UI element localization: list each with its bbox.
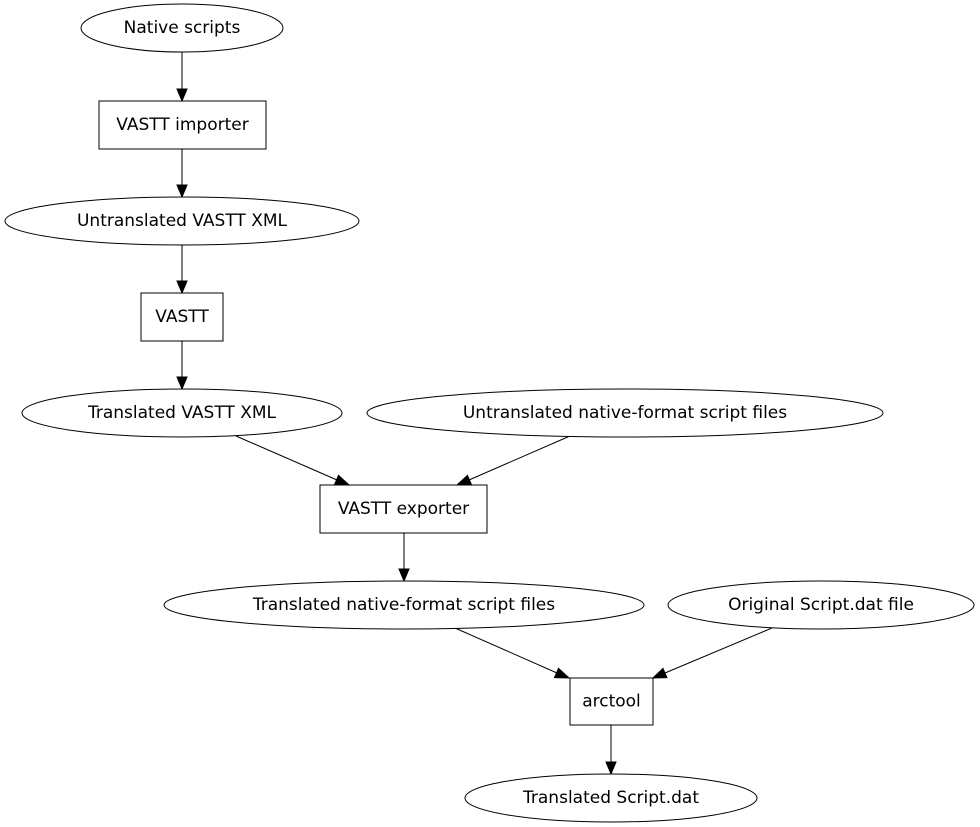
edge-exporter-to-translated-native <box>398 533 410 583</box>
ellipse-shape <box>163 580 645 630</box>
node-untranslated-vastt-xml: Untranslated VASTT XML <box>4 196 360 246</box>
edge-arctool-to-translated-dat <box>605 725 617 776</box>
node-vastt-importer: VASTT importer <box>98 100 267 150</box>
node-translated-script-dat: Translated Script.dat <box>464 773 758 823</box>
node-label: Translated native-format script files <box>252 595 555 615</box>
node-label: VASTT exporter <box>338 499 469 519</box>
ellipse-shape <box>464 773 758 823</box>
node-arctool: arctool <box>569 677 654 726</box>
node-label: Translated VASTT XML <box>87 403 277 423</box>
node-vastt: VASTT <box>140 292 224 342</box>
ellipse-shape <box>4 196 360 246</box>
node-label: Untranslated VASTT XML <box>77 211 288 231</box>
edge-native-scripts-to-importer <box>176 52 188 103</box>
node-label: Original Script.dat file <box>728 595 914 615</box>
node-translated-native-files: Translated native-format script files <box>163 580 645 630</box>
box-shape <box>98 100 267 150</box>
edge-translated-native-to-arctool <box>454 627 571 679</box>
node-original-script-dat: Original Script.dat file <box>667 580 975 630</box>
ellipse-shape <box>667 580 975 630</box>
node-label: VASTT <box>155 307 209 327</box>
edges <box>176 52 773 776</box>
node-native-scripts: Native scripts <box>80 3 284 53</box>
edge-translated-xml-to-exporter <box>235 435 351 486</box>
node-label: Untranslated native-format script files <box>463 403 787 423</box>
ellipse-shape <box>366 388 884 438</box>
node-label: Native scripts <box>124 18 241 38</box>
node-label: Translated Script.dat <box>522 788 699 808</box>
edge-importer-to-untranslated-xml <box>176 149 188 199</box>
box-shape <box>319 484 488 534</box>
node-translated-vastt-xml: Translated VASTT XML <box>21 388 343 438</box>
ellipse-shape <box>80 3 284 53</box>
ellipse-shape <box>21 388 343 438</box>
edge-untranslated-native-to-exporter <box>455 435 571 486</box>
node-vastt-exporter: VASTT exporter <box>319 484 488 534</box>
node-untranslated-native-files: Untranslated native-format script files <box>366 388 884 438</box>
edge-untranslated-xml-to-vastt <box>176 244 188 295</box>
box-shape <box>569 677 654 726</box>
node-label: arctool <box>582 692 641 712</box>
edge-original-dat-to-arctool <box>651 627 773 679</box>
box-shape <box>140 292 224 342</box>
edge-vastt-to-translated-xml <box>176 341 188 391</box>
node-label: VASTT importer <box>116 115 248 135</box>
